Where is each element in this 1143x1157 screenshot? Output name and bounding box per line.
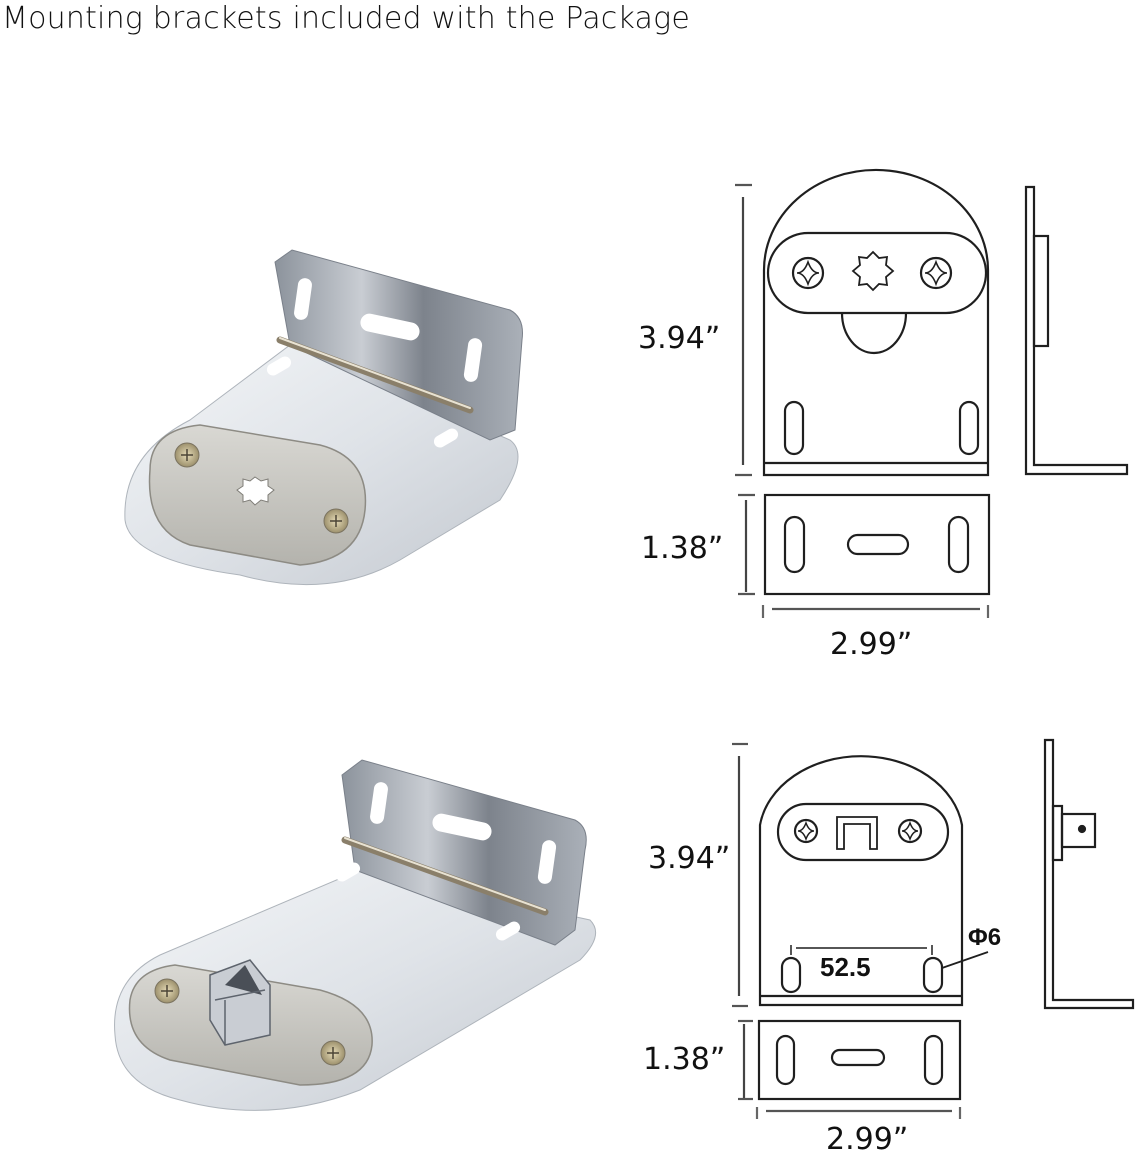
bracket-2-side-view	[1043, 738, 1135, 1010]
bracket-1-height-label: 3.94”	[638, 321, 721, 356]
bracket-1-top-view	[738, 493, 991, 618]
hole-diameter-label: Φ6	[968, 924, 1002, 951]
page-title: Mounting brackets included with the Pack…	[2, 1, 690, 36]
bracket-2-depth-label: 1.38”	[643, 1042, 726, 1077]
bracket-2-height-label: 3.94”	[648, 841, 731, 876]
bracket-1-width-label: 2.99”	[830, 627, 913, 662]
bracket-1-photo-art	[124, 249, 523, 586]
bracket-2-top-view	[738, 1019, 962, 1119]
bracket-1-side-view	[1024, 185, 1129, 476]
bracket-2-photo-art	[114, 759, 597, 1111]
bracket-2-width-label: 2.99”	[826, 1122, 909, 1157]
bracket-1-front-view	[735, 168, 990, 477]
hole-spacing-label: 52.5	[820, 952, 871, 982]
bracket-2-front-view	[732, 742, 989, 1008]
bracket-1-depth-label: 1.38”	[641, 531, 724, 566]
